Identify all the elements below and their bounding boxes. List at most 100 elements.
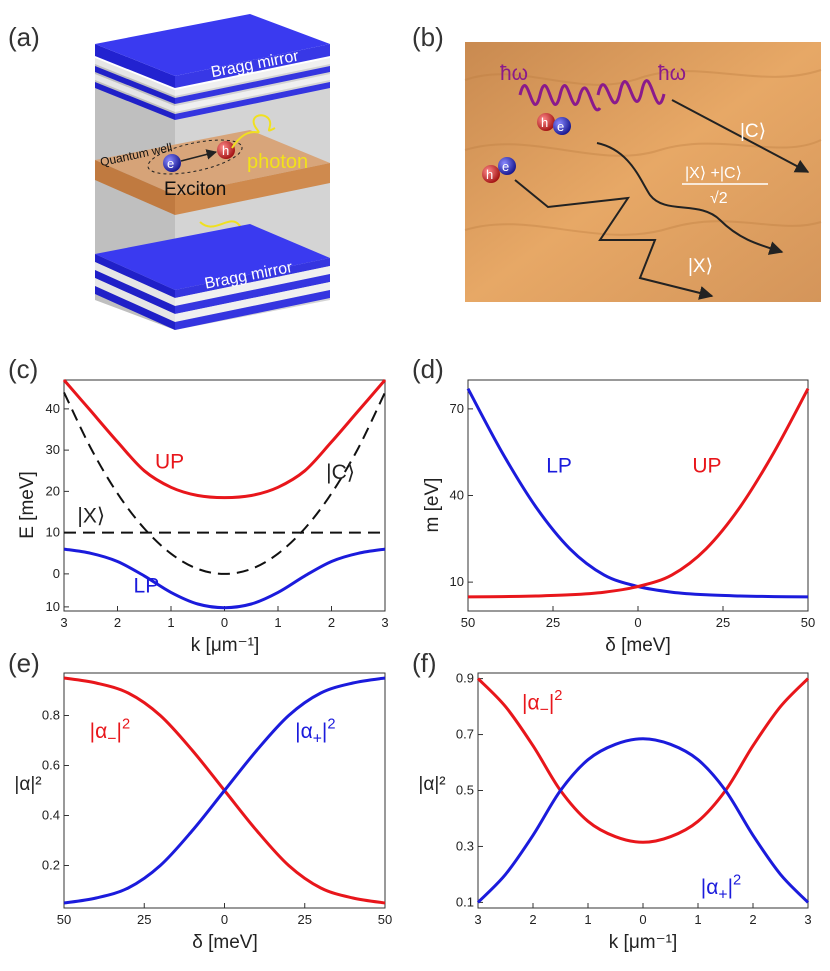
y-tick-label: 0.6 (42, 758, 60, 773)
x-tick-label: 25 (716, 615, 730, 630)
hole-sphere-lower (482, 165, 500, 183)
electron-sphere-upper (553, 117, 571, 135)
series-line (63, 547, 386, 610)
x-axis-label: δ [meV] (605, 635, 670, 656)
hbar-omega-left: ħω (500, 62, 528, 85)
x-tick-label: 2 (529, 912, 536, 927)
x-tick-label: 1 (274, 615, 281, 630)
y-tick-label: 0 (53, 566, 60, 581)
electron-symbol-upper: e (557, 119, 564, 134)
series-line (63, 391, 386, 575)
x-tick-label: 50 (57, 912, 71, 927)
series-line (63, 676, 386, 905)
quantum-well-left (95, 160, 175, 215)
series-label: UP (155, 451, 184, 474)
panel-label-f: (f) (412, 648, 437, 678)
y-tick-label: 0.8 (42, 708, 60, 723)
mix-denominator: √2 (710, 190, 728, 207)
series-label: |α+|2 (701, 873, 741, 904)
y-tick-label: 10 (450, 574, 464, 589)
hole-sphere (217, 141, 235, 159)
y-axis-label: m [eV] (422, 478, 443, 533)
exciton-orbit (147, 139, 243, 175)
electron-symbol: e (167, 156, 174, 171)
x-tick-label: 3 (60, 615, 67, 630)
y-tick-label: 0.3 (456, 838, 474, 853)
x-tick-label: 3 (804, 912, 811, 927)
series-label: UP (692, 454, 721, 477)
electron-sphere (163, 154, 181, 172)
y-tick-label: 70 (450, 401, 464, 416)
bragg-mirror-top (95, 14, 330, 120)
x-tick-label: 3 (381, 615, 388, 630)
series-label: |X⟩ (77, 504, 105, 527)
x-axis-label: k [μm⁻¹] (191, 635, 259, 656)
exciton-label: Exciton (164, 179, 226, 200)
x-axis-label: k [μm⁻¹] (609, 932, 677, 953)
mix-numerator: |X⟩ +|C⟩ (685, 165, 742, 182)
photon-label: photon (247, 151, 308, 173)
x-tick-label: 2 (114, 615, 121, 630)
electron-symbol-lower: e (502, 159, 509, 174)
panel-label-a: (a) (8, 22, 40, 52)
series-label: |C⟩ (326, 461, 355, 484)
y-axis-label: |α|² (14, 774, 41, 795)
plot-frame (63, 379, 386, 612)
x-tick-label: 50 (378, 912, 392, 927)
photon-wave-top (231, 114, 276, 149)
series-line (476, 737, 810, 904)
x-axis-label: δ [meV] (192, 932, 257, 953)
hole-symbol: h (222, 143, 229, 158)
series-line (476, 677, 810, 844)
y-tick-label: 30 (46, 442, 60, 457)
panel-label-c: (c) (8, 354, 38, 384)
panel-label-b: (b) (412, 22, 444, 52)
ket-c-label: |C⟩ (740, 121, 766, 142)
quantum-well-front (175, 163, 330, 215)
hole-symbol-lower: h (486, 167, 493, 182)
x-tick-label: 0 (639, 912, 646, 927)
x-tick-label: 50 (801, 615, 815, 630)
series-label: |α+|2 (295, 717, 335, 748)
exciton-link (180, 149, 218, 162)
x-tick-label: 25 (298, 912, 312, 927)
y-axis-label: E [meV] (17, 471, 38, 539)
y-tick-label: 0.9 (456, 671, 474, 686)
x-tick-label: 1 (584, 912, 591, 927)
y-tick-label: 10 (46, 525, 60, 540)
y-tick-label: 20 (46, 483, 60, 498)
exciton-path-arrow (514, 179, 714, 300)
x-tick-label: 2 (328, 615, 335, 630)
series-line (467, 387, 810, 599)
y-tick-label: 0.1 (456, 894, 474, 909)
series-line (466, 387, 809, 599)
microcavity-schematic: Bragg mirror Quantum well e h Exciton ph… (95, 14, 330, 330)
x-tick-label: 0 (221, 615, 228, 630)
x-tick-label: 0 (634, 615, 641, 630)
y-tick-label: 0.5 (456, 783, 474, 798)
series-line (62, 379, 387, 500)
hole-sphere-upper (537, 113, 555, 131)
x-tick-label: 25 (546, 615, 560, 630)
y-tick-label: 0.2 (42, 858, 60, 873)
y-tick-label: 0.4 (42, 808, 60, 823)
panel-label-e: (e) (8, 648, 40, 678)
x-tick-label: 3 (474, 912, 481, 927)
polariton-propagation-schematic: ħω ħω h e h e |C⟩ |X⟩ +|C⟩ √2 |X⟩ (464, 42, 822, 302)
photon-wave-left (518, 84, 602, 112)
y-tick-label: 10 (46, 599, 60, 614)
bragg-mirror-bottom (95, 224, 330, 330)
y-tick-label: 40 (46, 401, 60, 416)
quantum-well-top (95, 130, 330, 195)
photon-wave-right (596, 79, 666, 105)
series-label: |α−|2 (522, 688, 562, 719)
series-label: LP (134, 574, 160, 597)
y-axis-label: |α|² (418, 774, 445, 795)
x-tick-label: 50 (461, 615, 475, 630)
ket-x-label: |X⟩ (688, 256, 713, 277)
photon-path-arrow (671, 99, 810, 173)
